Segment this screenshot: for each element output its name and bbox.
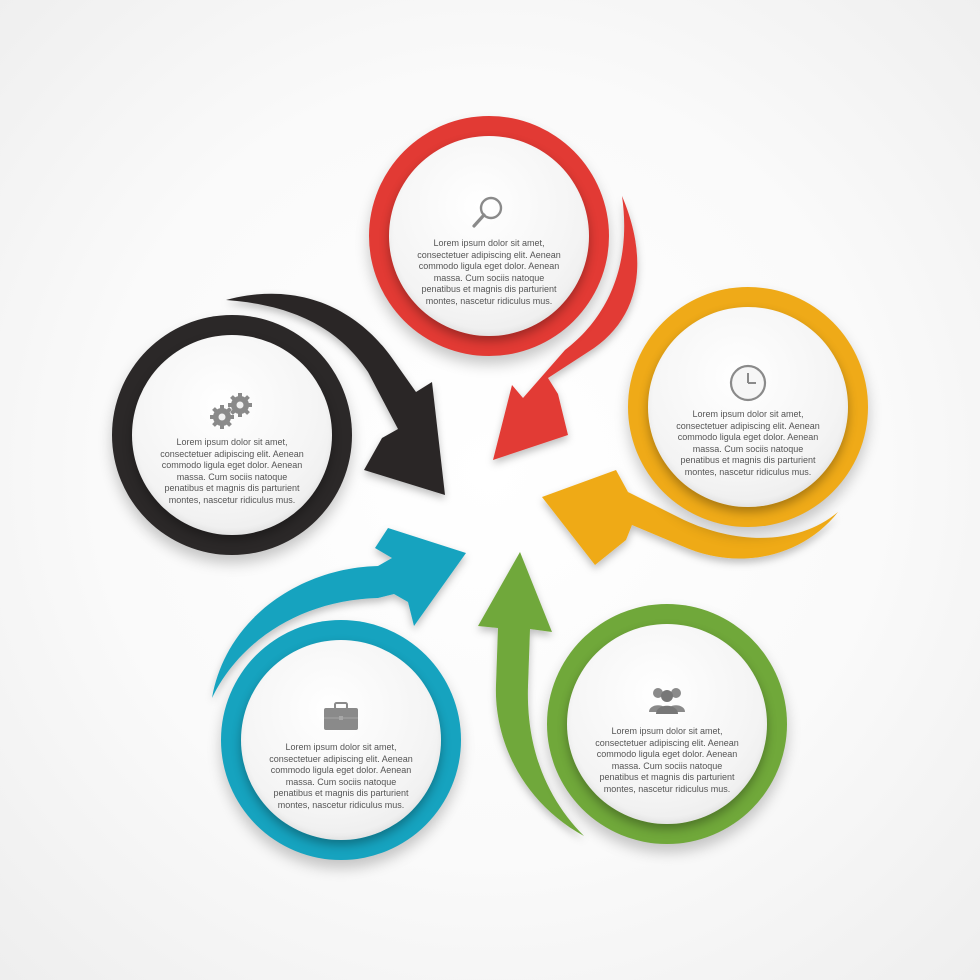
step-2-circle: Lorem ipsum dolor sit amet, consectetuer… (628, 287, 868, 527)
arrow-green (478, 552, 584, 836)
gears-icon (204, 383, 260, 439)
people-icon (639, 672, 695, 728)
step-3-circle: Lorem ipsum dolor sit amet, consectetuer… (547, 604, 787, 844)
arrow-teal (212, 528, 466, 698)
clock-icon (720, 355, 776, 411)
step-1-circle: Lorem ipsum dolor sit amet, consectetuer… (369, 116, 609, 356)
step-5-circle: Lorem ipsum dolor sit amet, consectetuer… (112, 315, 352, 555)
briefcase-icon (313, 688, 369, 744)
arrow-yellow (542, 470, 838, 565)
step-4-circle: Lorem ipsum dolor sit amet, consectetuer… (221, 620, 461, 860)
step-3-disc: Lorem ipsum dolor sit amet, consectetuer… (567, 624, 767, 824)
step-3-text: Lorem ipsum dolor sit amet, consectetuer… (595, 726, 739, 794)
step-1-text: Lorem ipsum dolor sit amet, consectetuer… (417, 238, 561, 306)
search-icon (461, 184, 517, 240)
arrow-black (226, 293, 445, 495)
arrow-red (493, 196, 638, 460)
step-2-disc: Lorem ipsum dolor sit amet, consectetuer… (648, 307, 848, 507)
step-5-text: Lorem ipsum dolor sit amet, consectetuer… (160, 437, 304, 505)
step-1-disc: Lorem ipsum dolor sit amet, consectetuer… (389, 136, 589, 336)
step-2-text: Lorem ipsum dolor sit amet, consectetuer… (676, 409, 820, 477)
step-4-disc: Lorem ipsum dolor sit amet, consectetuer… (241, 640, 441, 840)
step-4-text: Lorem ipsum dolor sit amet, consectetuer… (269, 742, 413, 810)
step-5-disc: Lorem ipsum dolor sit amet, consectetuer… (132, 335, 332, 535)
